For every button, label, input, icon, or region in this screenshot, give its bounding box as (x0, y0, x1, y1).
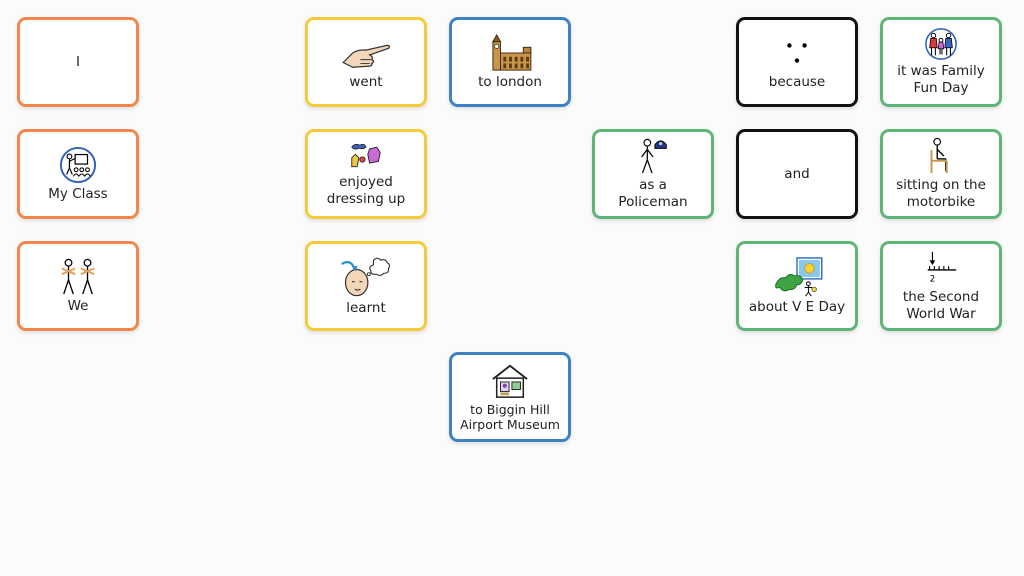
pointing-hand-icon (342, 44, 391, 68)
tile-label: the Second World War (902, 289, 980, 322)
two-people-icon (61, 258, 95, 294)
tile-the-second-world-war[interactable]: 2 the Second World War (880, 241, 1002, 331)
tile-because[interactable]: because (736, 17, 858, 107)
tile-label: I (76, 53, 80, 70)
tile-label: We (67, 297, 89, 314)
head-thinking-icon (341, 257, 391, 296)
tile-label: it was Family Fun Day (897, 63, 985, 96)
tile-label: to Biggin Hill Airport Museum (460, 402, 560, 432)
timeline-icon: 2 (927, 251, 957, 284)
tile-label: because (768, 73, 826, 90)
policeman-icon (641, 138, 667, 174)
tile-label: went (349, 73, 383, 90)
tile-label: and (784, 166, 810, 182)
dressing-up-icon (351, 143, 381, 168)
museum-house-icon (492, 364, 528, 398)
tile-label: learnt (346, 299, 386, 316)
europe-sun-icon (775, 256, 823, 296)
family-icon (925, 28, 957, 60)
tile-label: enjoyed dressing up (326, 174, 406, 207)
tile-and[interactable]: and (736, 129, 858, 219)
tile-it-was-family-fun-day[interactable]: it was Family Fun Day (880, 17, 1002, 107)
tile-to-biggin-hill-airport-museum[interactable]: to Biggin Hill Airport Museum (449, 352, 571, 442)
tile-i[interactable]: I (17, 17, 139, 107)
tile-we[interactable]: We (17, 241, 139, 331)
tile-label: to london (478, 73, 542, 90)
class-teacher-icon (59, 146, 97, 183)
sitting-person-icon (930, 137, 948, 174)
tile-to-london[interactable]: to london (449, 17, 571, 107)
tile-label: My Class (48, 185, 108, 202)
tile-label: about V E Day (748, 298, 846, 315)
dots-icon (787, 42, 807, 63)
tile-went[interactable]: went (305, 17, 427, 107)
big-ben-parliament-icon (492, 33, 532, 71)
tile-learnt[interactable]: learnt (305, 241, 427, 331)
svg-text:2: 2 (930, 274, 935, 284)
tile-as-a-policeman[interactable]: as a Policeman (592, 129, 714, 219)
tile-label: sitting on the motorbike (896, 177, 986, 210)
tile-label: as a Policeman (618, 177, 688, 210)
tile-my-class[interactable]: My Class (17, 129, 139, 219)
tile-about-ve-day[interactable]: about V E Day (736, 241, 858, 331)
tile-sitting-on-the-motorbike[interactable]: sitting on the motorbike (880, 129, 1002, 219)
tile-enjoyed-dressing-up[interactable]: enjoyed dressing up (305, 129, 427, 219)
